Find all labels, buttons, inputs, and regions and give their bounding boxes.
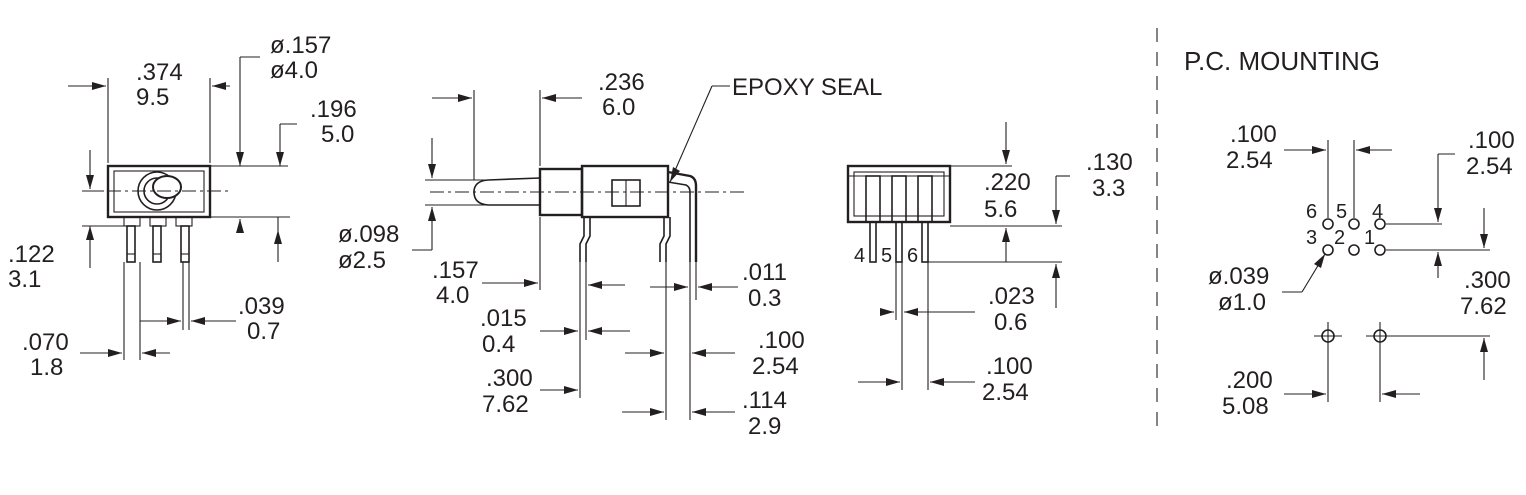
- side-dimension-lines: [412, 85, 738, 420]
- side-tail-mm: 2.9: [748, 413, 781, 440]
- side-pitch-mm: 2.54: [752, 353, 799, 380]
- front-dimension-lines: [68, 56, 297, 360]
- side-lever-in: .236: [598, 69, 645, 96]
- side-bushing-in: .157: [432, 257, 479, 284]
- side-lever-mm: 6.0: [602, 94, 635, 121]
- side-pin-thk-mm: 0.3: [748, 285, 781, 312]
- front-pin-len-in: .122: [8, 241, 55, 268]
- end-top-in: .130: [1086, 149, 1133, 176]
- front-width-in: .374: [136, 59, 183, 86]
- pc-pitch-right-mm: 2.54: [1466, 153, 1513, 180]
- pc-mounting-view: P.C. MOUNTING: [1184, 46, 1515, 420]
- end-height-mm: 5.6: [984, 196, 1017, 223]
- pc-row-mm: 7.62: [1460, 293, 1507, 320]
- side-view: .236 6.0 EPOXY SEAL ø.098 ø2.5 .157 4.0 …: [338, 69, 882, 440]
- end-pin-label-1: 4: [854, 245, 865, 267]
- side-lever-dia-in: ø.098: [338, 221, 399, 248]
- end-height-in: .220: [984, 169, 1031, 196]
- side-tail-in: .114: [742, 387, 787, 414]
- end-pin-w-in: .023: [988, 283, 1035, 310]
- front-height-in: .196: [310, 96, 357, 123]
- pc-pitch-right-in: .100: [1468, 127, 1515, 154]
- side-lever-dia-mm: ø2.5: [338, 247, 386, 274]
- pc-mounting-title: P.C. MOUNTING: [1184, 46, 1380, 76]
- pc-pin-label-5: 5: [1336, 201, 1347, 223]
- pc-hole-dia-mm: ø1.0: [1218, 289, 1266, 316]
- front-pin-w-mm: 0.7: [247, 318, 280, 345]
- pc-row-in: .300: [1464, 267, 1511, 294]
- pc-pitch-left-in: .100: [1230, 121, 1277, 148]
- front-dia-mm: ø4.0: [270, 57, 318, 84]
- front-dia-in: ø.157: [270, 32, 331, 59]
- pc-pin-label-3: 3: [1306, 227, 1317, 249]
- front-pins: [123, 216, 193, 263]
- end-pins: [869, 221, 929, 263]
- pc-pin-label-4: 4: [1372, 201, 1383, 223]
- end-pin-w-mm: 0.6: [994, 309, 1027, 336]
- end-pitch-in: .100: [986, 353, 1033, 380]
- end-pin-label-3: 6: [907, 245, 918, 267]
- front-width-mm: 9.5: [136, 84, 169, 111]
- end-pin-label-2: 5: [881, 245, 892, 267]
- side-bushing-mm: 4.0: [436, 282, 469, 309]
- epoxy-seal-callout: EPOXY SEAL: [732, 74, 882, 101]
- pc-pin-label-1: 1: [1364, 227, 1375, 249]
- end-dimension-lines: [858, 122, 1070, 390]
- pc-mount-mm: 5.08: [1222, 393, 1269, 420]
- front-pin-len-mm: 3.1: [8, 266, 41, 293]
- end-top-mm: 3.3: [1092, 175, 1125, 202]
- side-pin-thk-in: .011: [742, 259, 787, 286]
- pc-dimension-lines: [1282, 140, 1490, 402]
- pc-hole-dia-in: ø.039: [1208, 263, 1269, 290]
- front-offset-mm: 1.8: [30, 354, 63, 381]
- pc-pitch-left-mm: 2.54: [1226, 147, 1273, 174]
- front-view: .374 9.5 ø.157 ø4.0 .196 5.0 .122 3.1 .0…: [8, 32, 357, 381]
- pc-pin-label-2: 2: [1334, 227, 1345, 249]
- pc-mount-in: .200: [1226, 367, 1273, 394]
- side-gap-in: .015: [480, 305, 527, 332]
- side-pins: [579, 217, 671, 262]
- end-pitch-mm: 2.54: [982, 379, 1029, 406]
- front-toggle-lever: [152, 175, 182, 199]
- pc-hole-pattern: [1314, 218, 1394, 350]
- front-height-mm: 5.0: [321, 121, 354, 148]
- end-body-outline: [846, 164, 952, 224]
- side-row-in: .300: [486, 365, 533, 392]
- side-gap-mm: 0.4: [482, 331, 515, 358]
- front-pin-w-in: .039: [238, 293, 285, 320]
- pc-pin-label-6: 6: [1306, 201, 1317, 223]
- side-row-mm: 7.62: [482, 391, 529, 418]
- side-pitch-in: .100: [758, 327, 805, 354]
- front-offset-in: .070: [22, 329, 69, 356]
- side-epoxy-terminal: [667, 170, 698, 262]
- end-view: 4 5 6 .220 5.6 .130 3.3 .023 0.6 .100 2.…: [846, 122, 1133, 406]
